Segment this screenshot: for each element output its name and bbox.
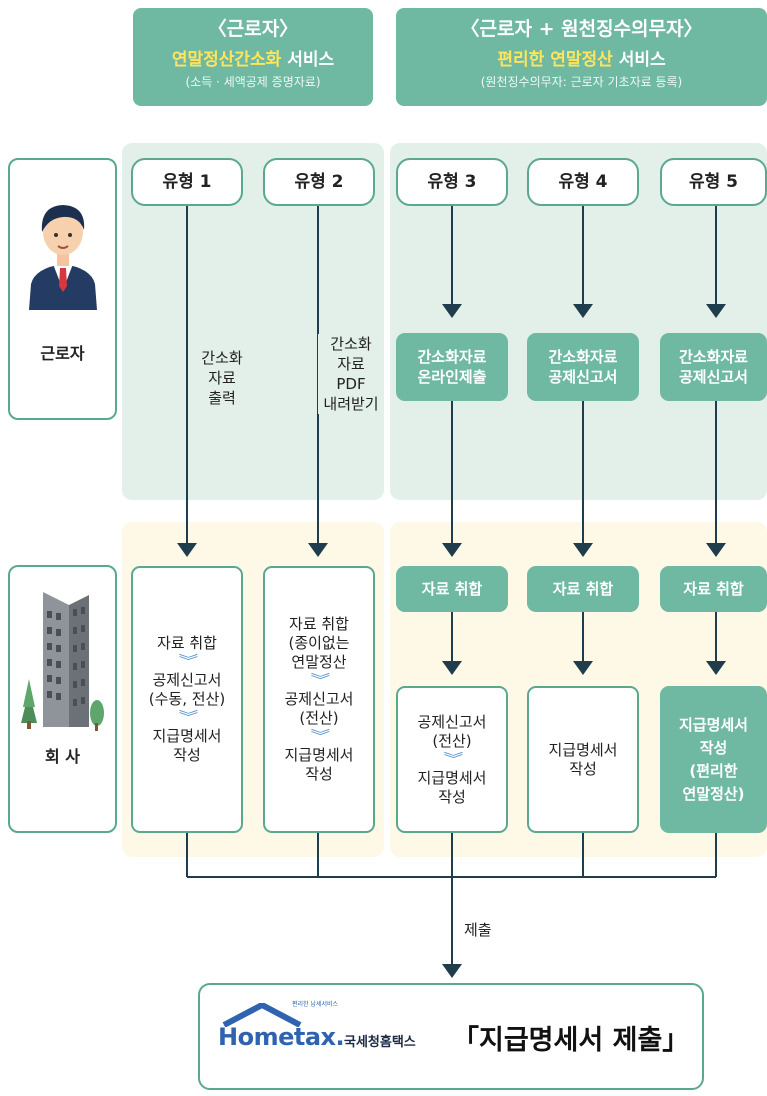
type-5-box: 유형 5: [660, 158, 767, 206]
type-2-flow-label: 간소화 자료 PDF 내려받기: [318, 334, 384, 414]
worker-label: 근로자: [40, 344, 85, 363]
type-5-collect-box: 자료 취합: [660, 566, 767, 612]
type-4-company-box: 지급명세서 작성: [527, 686, 639, 833]
header-right-highlight: 편리한 연말정산: [497, 50, 613, 70]
chevron-down-icon: ︾: [178, 654, 199, 670]
type-4-deduction-form-box: 간소화자료 공제신고서: [527, 333, 639, 401]
type-1-flow-label: 간소화 자료 출력: [192, 348, 252, 408]
header-right-sub: (원천징수의무자: 근로자 기초자료 등록): [480, 75, 683, 89]
type-2-box: 유형 2: [263, 158, 375, 206]
hometax-roof-icon: [222, 1003, 302, 1027]
worker-avatar-icon: [29, 205, 97, 310]
type-1-box: 유형 1: [131, 158, 243, 206]
hometax-tagline: 편리한 납세서비스: [292, 1001, 339, 1008]
type-3-box: 유형 3: [396, 158, 508, 206]
header-right-title: 〈근로자 + 원천징수의무자〉: [460, 18, 703, 40]
type-5-deduction-form-box: 간소화자료 공제신고서: [660, 333, 767, 401]
chevron-down-icon: ︾: [178, 710, 199, 726]
company-label: 회 사: [44, 747, 80, 766]
company-panel: 회 사: [8, 565, 117, 833]
type-3-collect-box: 자료 취합: [396, 566, 508, 612]
type-1-company-box: 자료 취합 ︾ 공제신고서 (수동, 전산) ︾ 지급명세서 작성: [131, 566, 243, 833]
header-left: 〈근로자〉 연말정산간소화 서비스 (소득 · 세액공제 증명자료): [133, 8, 373, 106]
header-left-title: 〈근로자〉: [207, 18, 299, 40]
final-submission-box: 편리한 납세서비스 Hometax. 국세청홈택스 「지급명세서 제출」: [198, 983, 704, 1090]
type-3-online-submit-box: 간소화자료 온라인제출: [396, 333, 508, 401]
chevron-down-icon: ︾: [310, 673, 331, 689]
chevron-down-icon: ︾: [310, 729, 331, 745]
company-building-icon: [21, 592, 104, 731]
type-4-box: 유형 4: [527, 158, 639, 206]
type-2-company-box: 자료 취합 (종이없는 연말정산 ︾ 공제신고서 (전산) ︾ 지급명세서 작성: [263, 566, 375, 833]
type-5-company-box: 지급명세서 작성 (편리한 연말정산): [660, 686, 767, 833]
type-3-company-box: 공제신고서 (전산) ︾ 지급명세서 작성: [396, 686, 508, 833]
header-left-highlight: 연말정산간소화: [171, 50, 282, 70]
worker-panel: 근로자: [8, 158, 117, 420]
type-4-collect-box: 자료 취합: [527, 566, 639, 612]
submit-label: 제출: [464, 921, 492, 939]
hometax-korean-name: 국세청홈택스: [344, 1035, 416, 1050]
chevron-down-icon: ︾: [443, 751, 464, 768]
header-right: 〈근로자 + 원천징수의무자〉 편리한 연말정산 서비스 (원천징수의무자: 근…: [396, 8, 767, 106]
final-title: 「지급명세서 제출」: [452, 1025, 690, 1056]
header-left-sub: (소득 · 세액공제 증명자료): [185, 75, 321, 89]
hometax-logo: Hometax.: [218, 1023, 345, 1051]
